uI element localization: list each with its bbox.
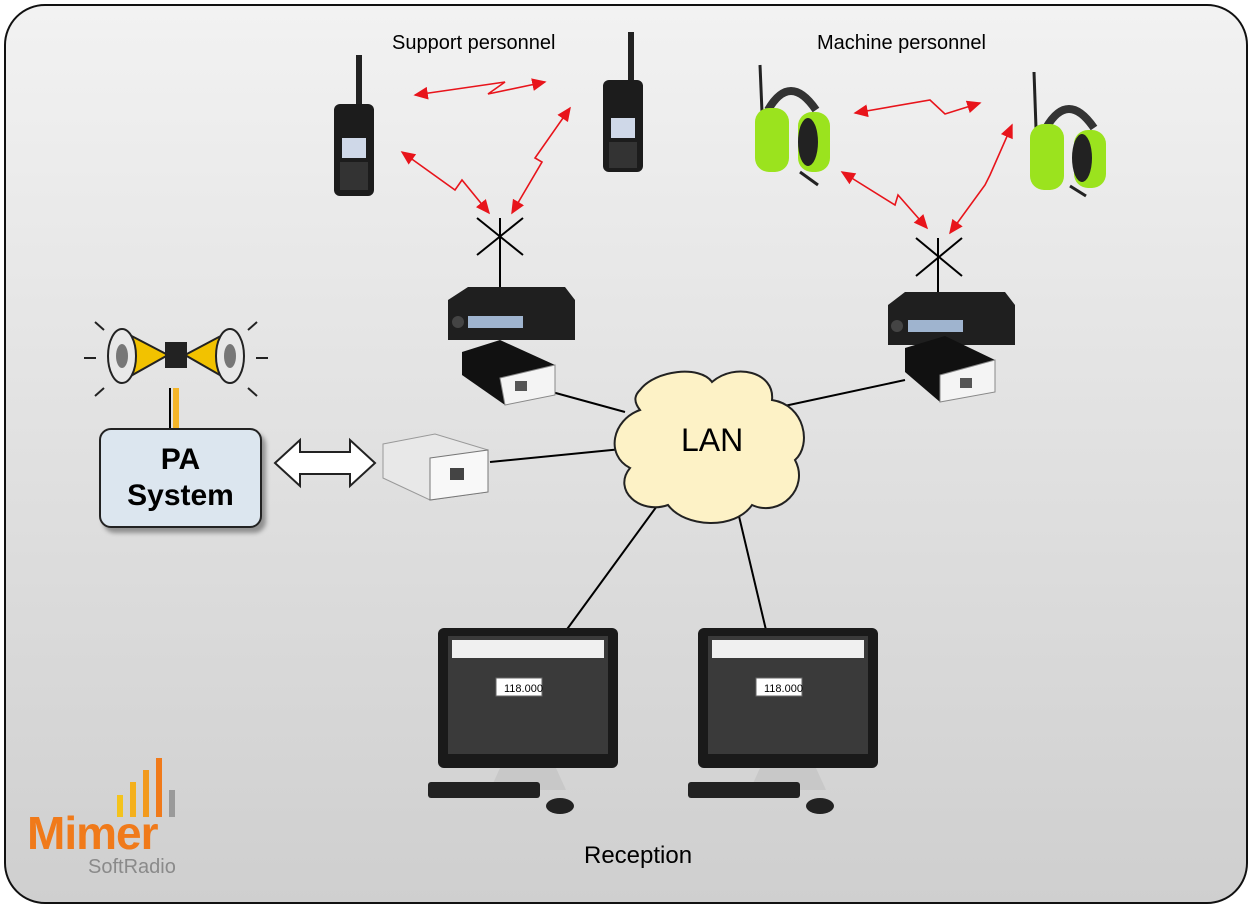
softradio-logo-text: SoftRadio: [88, 856, 176, 878]
headset-1: [755, 64, 830, 187]
handheld-radio-1: [334, 55, 374, 196]
base-radio-support: [448, 287, 575, 340]
lan-label: LAN: [681, 422, 744, 458]
machine-personnel-label: Machine personnel: [817, 32, 986, 54]
pa-label-line1: PA: [160, 443, 201, 476]
handheld-radio-2: [603, 32, 643, 172]
radio-links: [400, 78, 1013, 235]
reception-label: Reception: [584, 842, 693, 869]
lan-cloud: [613, 370, 805, 524]
workstation-2: [688, 628, 878, 814]
headset-2: [1030, 71, 1106, 198]
radio-interface-support: [462, 340, 556, 406]
console-2-frequency: 118.000: [764, 683, 803, 695]
pa-interface-box: [382, 433, 489, 501]
base-radio-machine: [888, 292, 1015, 345]
mimer-logo-bars: [117, 758, 175, 817]
network-links: [169, 255, 939, 633]
loudspeaker-icon: [84, 321, 268, 397]
workstation-1: [428, 628, 618, 814]
double-arrow-icon: [273, 437, 377, 489]
base-antenna-machine: [915, 237, 963, 277]
pa-label-line2: System: [127, 479, 234, 512]
support-personnel-label: Support personnel: [392, 32, 556, 54]
base-antenna-support: [476, 217, 524, 256]
mimer-logo-text: Mimer: [27, 807, 158, 859]
pa-system-box: PA System: [99, 428, 262, 528]
radio-interface-machine: [905, 336, 996, 403]
console-1-frequency: 118.000: [504, 683, 543, 695]
